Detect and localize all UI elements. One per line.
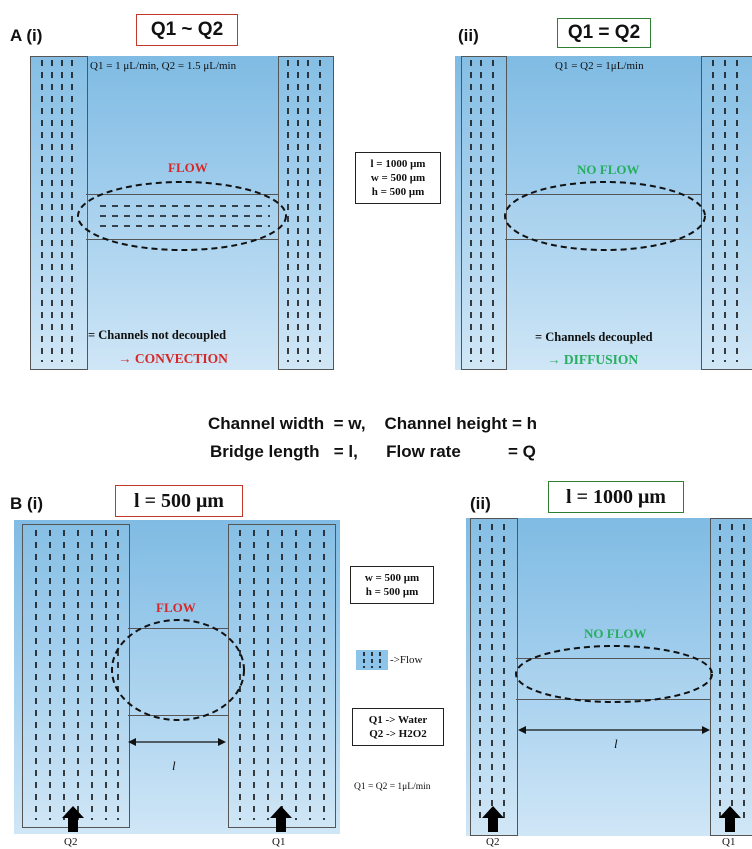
dim-height: h = 500 μm <box>371 186 425 198</box>
bridge-channel <box>86 194 278 240</box>
flow-arrows-a-i <box>41 60 321 362</box>
flow-rate-text: Q1 = 1 μL/min, Q2 = 1.5 μL/min <box>90 60 237 72</box>
bridge-ellipse <box>504 181 706 251</box>
left-channel <box>461 56 507 370</box>
left-channel <box>470 518 518 836</box>
dim-width: w = 500 μm <box>364 572 420 584</box>
title-b-ii: l = 1000 μm <box>548 481 684 513</box>
panel-a-i: Q1 = 1 μL/min, Q2 = 1.5 μL/min FLOW = Ch… <box>30 56 334 370</box>
dim-length: l = 1000 μm <box>370 158 426 170</box>
title-a-i: Q1 ~ Q2 <box>136 14 238 46</box>
dimensions-box-b: w = 500 μm h = 500 μm <box>350 566 434 604</box>
inlet-q1-label: Q1 <box>722 836 736 848</box>
dimensions-box-a: l = 1000 μm w = 500 μm h = 500 μm <box>355 152 441 204</box>
flow-label: FLOW <box>156 600 196 615</box>
flow-arrows-b-i <box>35 530 325 832</box>
bridge-channel <box>505 194 701 240</box>
bridge-length-label: l <box>172 758 176 773</box>
definitions-line-2: Bridge length = l, Flow rate = Q <box>210 442 536 461</box>
flow-legend-swatch <box>356 650 388 670</box>
inlet-arrow-right <box>719 806 741 832</box>
inlet-arrow-right <box>270 806 292 832</box>
result-text: → DIFFUSION <box>547 352 639 367</box>
flow-rate-text: Q1 = Q2 = 1μL/min <box>555 60 644 72</box>
dim-width: w = 500 μm <box>370 172 426 184</box>
inlet-q1-label: Q1 <box>272 836 286 848</box>
bridge-ellipse <box>111 619 245 721</box>
right-channel <box>710 518 752 836</box>
panel-b-i: FLOW l <box>14 520 340 834</box>
section-a-ii-label: (ii) <box>458 26 479 45</box>
inlet-arrow-left <box>482 806 504 832</box>
flow-rate-text: Q1 = Q2 = 1μL/min <box>354 782 431 792</box>
flow-arrows-b-ii <box>479 524 745 832</box>
bridge-channel <box>128 628 228 716</box>
section-a-i-label: A (i) <box>10 26 43 45</box>
flow-label: FLOW <box>168 160 208 175</box>
fluid-q1: Q1 -> Water <box>368 714 428 726</box>
right-channel <box>701 56 752 370</box>
flow-legend-label: ->Flow <box>390 654 423 666</box>
section-b-i-label: B (i) <box>10 494 44 513</box>
fluids-box: Q1 -> Water Q2 -> H2O2 <box>352 708 444 746</box>
panel-b-ii: NO FLOW l <box>466 518 752 836</box>
inlet-q2-label: Q2 <box>64 836 78 848</box>
flow-arrows-a-ii <box>470 60 738 362</box>
note-text: = Channels decoupled <box>535 330 653 344</box>
left-channel <box>22 524 130 828</box>
bridge-ellipse <box>515 645 713 703</box>
definitions-line-1: Channel width = w, Channel height = h <box>208 414 538 433</box>
inlet-arrow-left <box>62 806 84 832</box>
panel-a-ii: Q1 = Q2 = 1μL/min NO FLOW = Channels dec… <box>455 56 752 370</box>
title-a-ii: Q1 = Q2 <box>557 18 651 48</box>
title-b-i: l = 500 μm <box>115 485 243 517</box>
bridge-length-label: l <box>614 736 618 751</box>
inlet-q2-label: Q2 <box>486 836 500 848</box>
dim-height: h = 500 μm <box>365 586 419 598</box>
no-flow-label: NO FLOW <box>577 162 640 177</box>
fluid-q2: Q2 -> H2O2 <box>369 728 427 740</box>
no-flow-label: NO FLOW <box>584 626 647 641</box>
note-text: = Channels not decoupled <box>88 328 227 342</box>
result-text: → CONVECTION <box>118 351 228 366</box>
bridge-ellipse <box>77 181 287 251</box>
section-b-ii-label: (ii) <box>470 494 491 513</box>
bridge-channel <box>516 658 710 700</box>
